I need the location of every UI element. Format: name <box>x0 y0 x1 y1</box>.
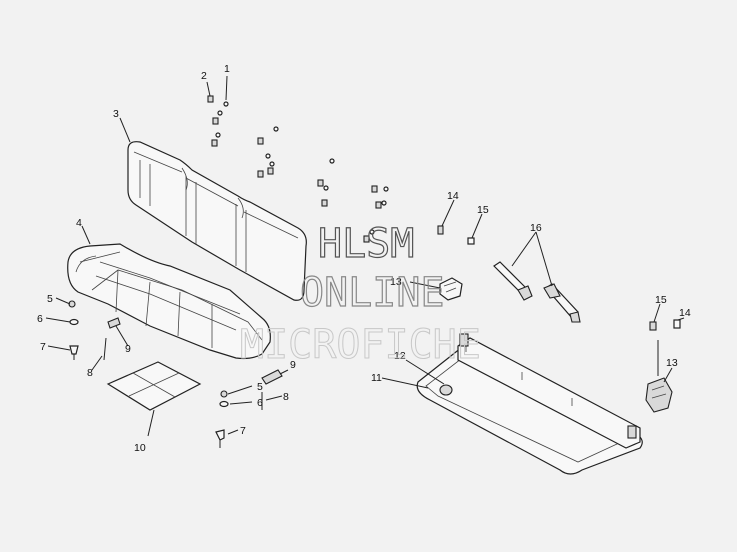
callout-6-left: 6 <box>37 313 43 325</box>
callout-7-right: 7 <box>240 425 246 437</box>
frame-latch <box>439 384 453 396</box>
callout-10: 10 <box>134 442 146 454</box>
seat-pad <box>106 361 202 411</box>
callout-13-right: 13 <box>666 357 678 369</box>
callout-16: 16 <box>530 222 542 234</box>
callout-14-right: 14 <box>679 307 691 319</box>
callout-9-left: 9 <box>125 343 131 355</box>
callout-8-right: 8 <box>283 391 289 403</box>
seat-frame <box>416 333 643 475</box>
callout-11: 11 <box>371 372 382 384</box>
callout-labels: 1 2 3 4 5 6 7 8 9 10 9 5 6 8 7 14 15 13 … <box>37 63 691 454</box>
watermark-line-1: HLSM <box>318 221 414 267</box>
seat-base <box>67 243 271 360</box>
latch-assembly-right <box>645 319 681 413</box>
watermark-line-2: ONLINE <box>300 270 445 316</box>
right-fasteners <box>215 369 283 448</box>
callout-1: 1 <box>224 63 230 75</box>
callout-9-right: 9 <box>290 359 296 371</box>
callout-2: 2 <box>201 70 207 82</box>
callout-15-right: 15 <box>655 294 667 306</box>
callout-14-top: 14 <box>447 190 459 202</box>
leader-lines <box>45 75 685 437</box>
seat-back <box>127 141 307 301</box>
callout-5-left: 5 <box>47 293 53 305</box>
seat-belt-right <box>543 283 581 323</box>
callout-3: 3 <box>113 108 119 120</box>
callout-13-top: 13 <box>390 276 402 288</box>
bolt-hardware <box>207 95 389 243</box>
latch-assembly-upper <box>437 225 475 301</box>
callout-12: 12 <box>394 350 406 362</box>
callout-4: 4 <box>76 217 82 229</box>
callout-15-top: 15 <box>477 204 489 216</box>
left-fasteners <box>68 300 121 361</box>
seat-belt-left <box>493 261 533 301</box>
watermark-line-3: MICROFICHE <box>240 322 481 368</box>
watermark: HLSM ONLINE MICROFICHE <box>240 220 482 368</box>
callout-5-right: 5 <box>257 381 263 393</box>
callout-7-left: 7 <box>40 341 46 353</box>
callout-6-right: 6 <box>257 397 263 409</box>
callout-8-left: 8 <box>87 367 93 379</box>
